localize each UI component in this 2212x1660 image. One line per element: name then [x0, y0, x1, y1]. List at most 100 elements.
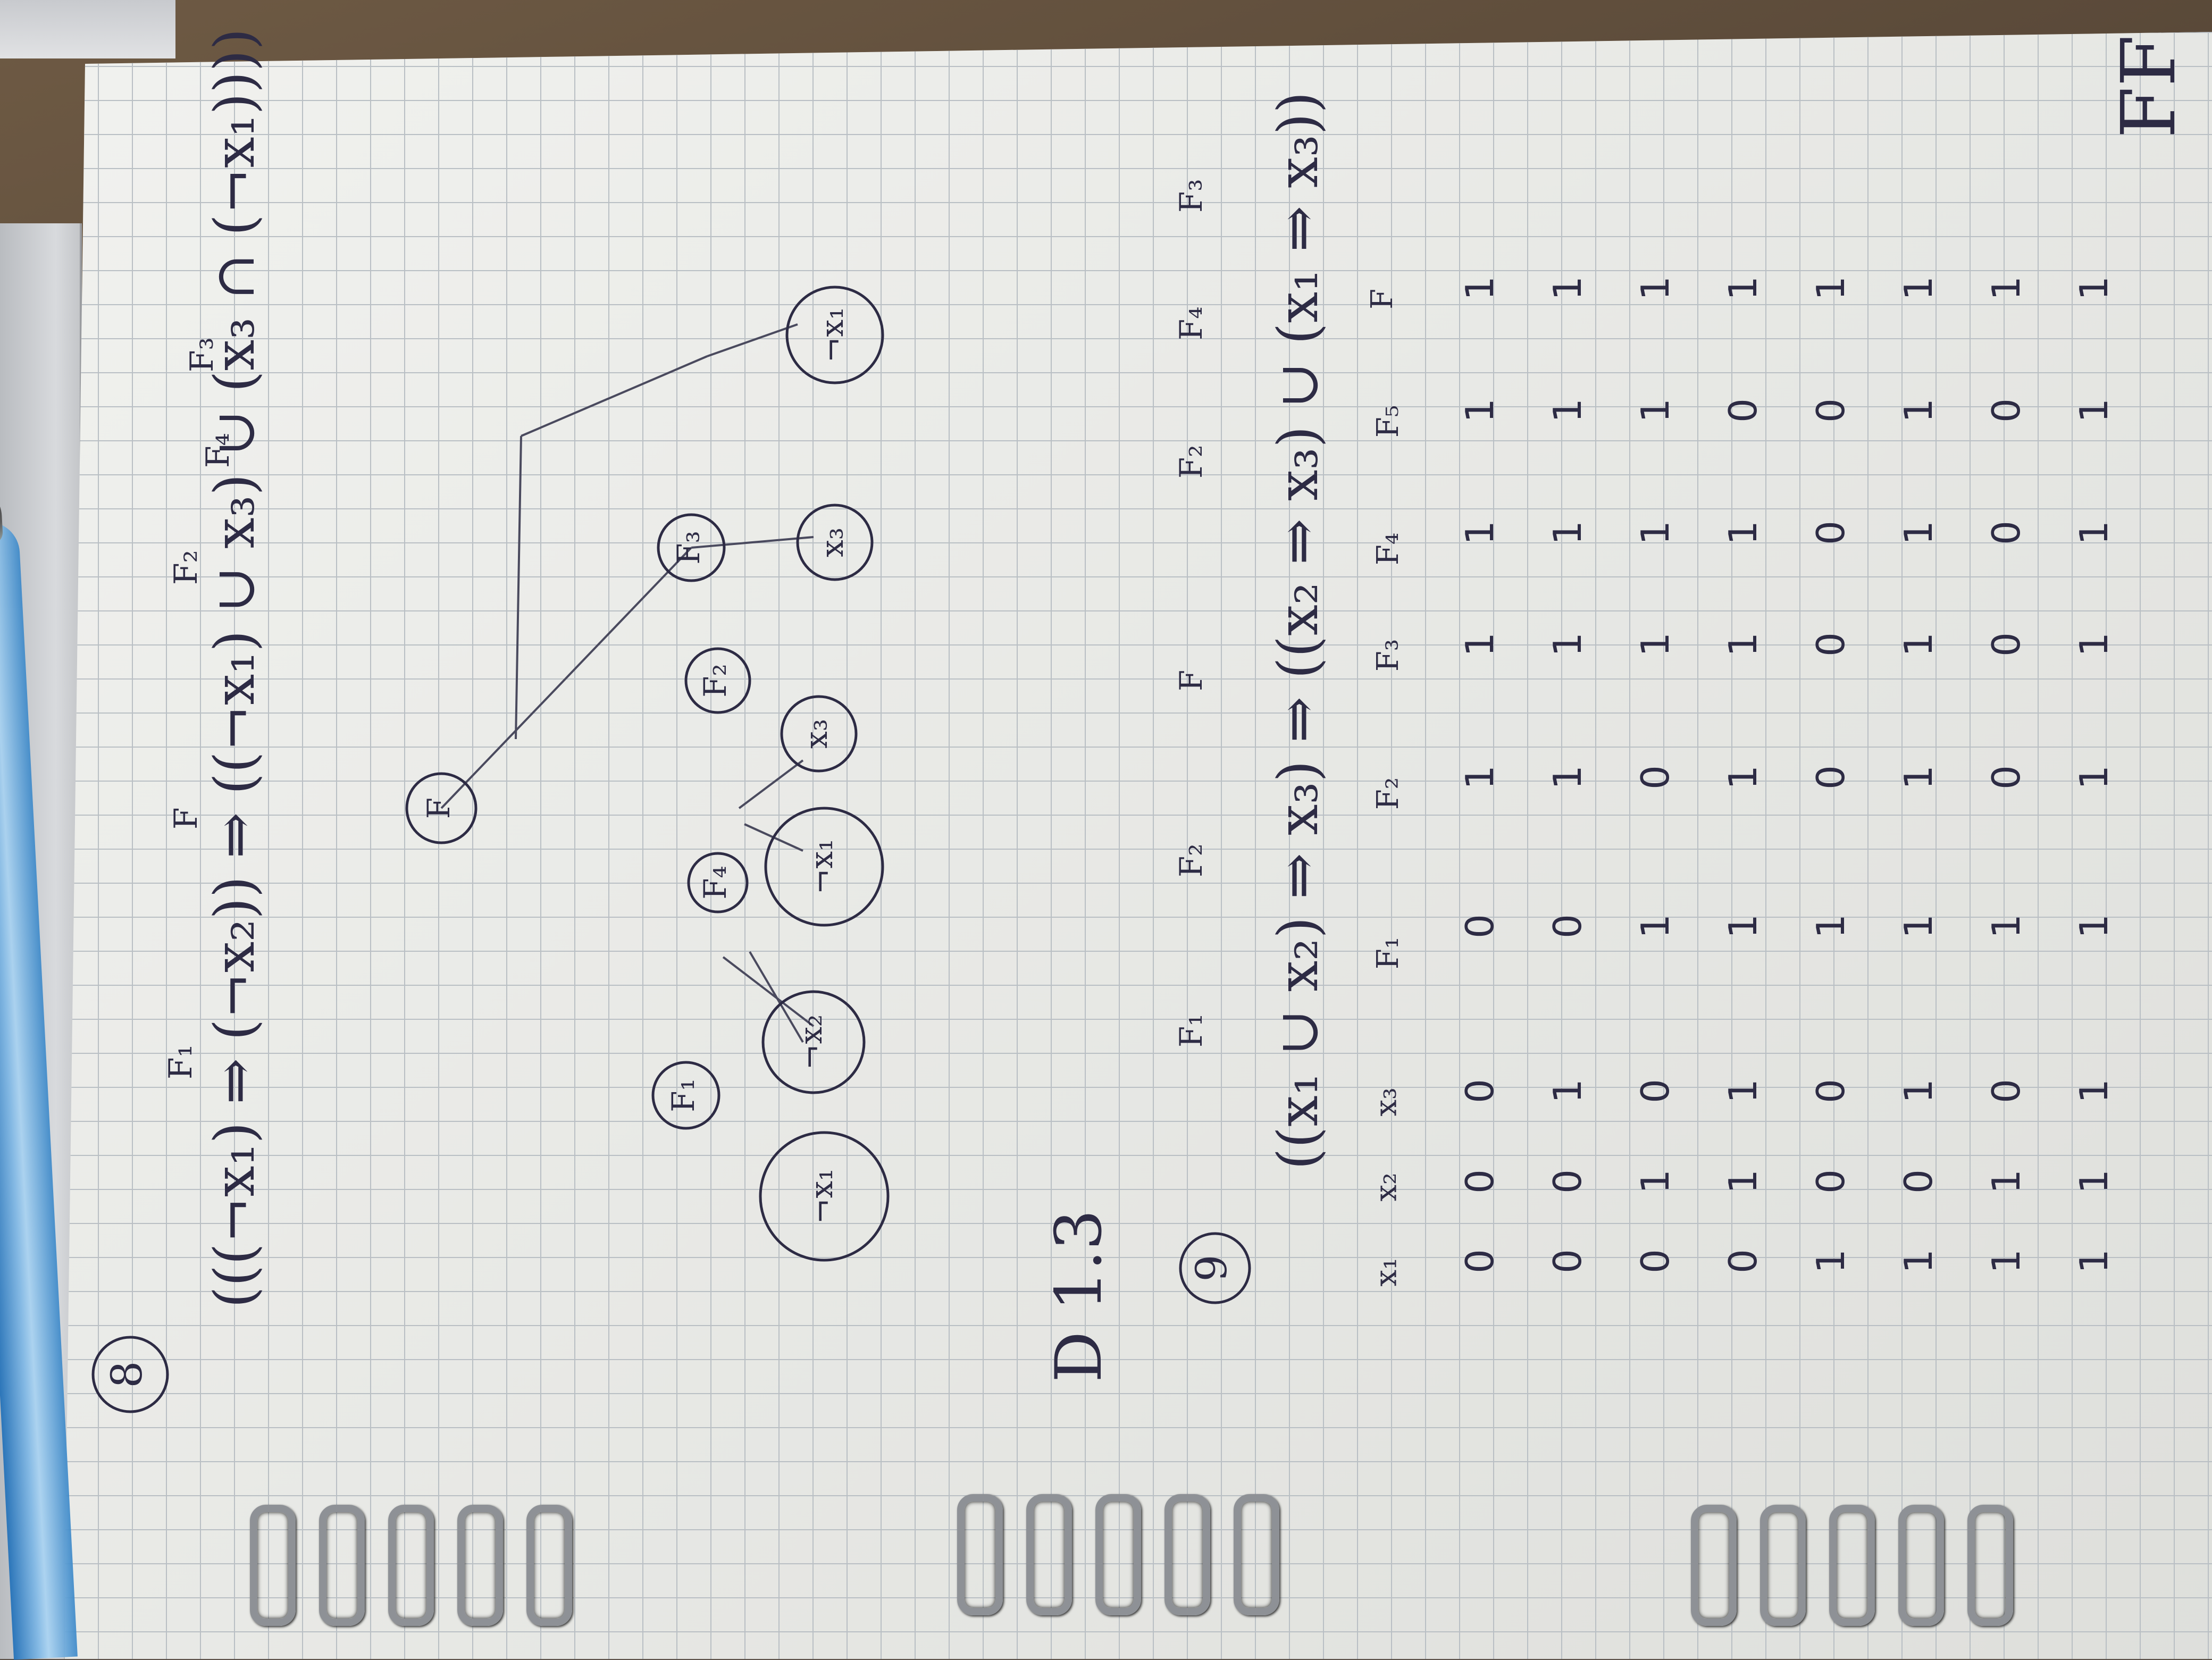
table-cell: 1: [1632, 1169, 1678, 1194]
problem-9-annotations: F₁ F₂ F F₂ F₄ F₃: [1173, 179, 1209, 1048]
table-cell: 0: [1983, 765, 2029, 790]
table-cell: 1: [1545, 632, 1590, 657]
spiral-ring: [1967, 1505, 2013, 1626]
tree-edge: [707, 323, 798, 357]
table-cell: 1: [1896, 765, 1941, 790]
table-cell: 1: [1896, 914, 1941, 938]
tree-node-label: x₃: [798, 719, 834, 749]
table-cell: 1: [1720, 1169, 1765, 1194]
problem-8-annotations: F₁ F F₂ F₄ F₃: [162, 337, 237, 1079]
table-cell: 1: [1720, 1079, 1765, 1103]
problem-9-circle: 9: [1179, 1232, 1251, 1304]
table-cell: 0: [1720, 398, 1765, 423]
table-header: x₁: [1369, 1257, 1404, 1287]
table-cell: 0: [1632, 1249, 1678, 1273]
notebook-page: [64, 32, 2212, 1659]
table-header: F₄: [1371, 532, 1406, 566]
tree-edge: [521, 355, 708, 437]
table-cell: 1: [2071, 276, 2116, 300]
table-cell: 1: [1632, 276, 1678, 300]
table-header: F₂: [1371, 777, 1406, 810]
table-cell: 1: [1632, 398, 1678, 423]
table-cell: 0: [1896, 1169, 1941, 1194]
table-cell: 1: [1808, 914, 1853, 938]
table-cell: 1: [1457, 765, 1502, 790]
table-cell: 1: [1896, 398, 1941, 423]
problem-9-number: 9: [1187, 1255, 1236, 1282]
table-cell: 1: [1457, 398, 1502, 423]
table-cell: 1: [2071, 632, 2116, 657]
tree-node-label: F₄: [697, 866, 733, 900]
tree-node: [651, 1061, 720, 1130]
annotation-label: F₃: [1173, 179, 1209, 213]
tree-node: [684, 647, 751, 714]
spiral-ring: [1691, 1505, 1737, 1626]
spiral-ring: [319, 1505, 365, 1626]
tree-node-label: ¬x₁: [814, 307, 850, 363]
table-header: F₁: [1371, 936, 1406, 970]
spiral-ring: [1026, 1494, 1072, 1615]
table-cell: 1: [2071, 765, 2116, 790]
problem-9-formula: ((x₁ ∪ x₂) ⇒ x₃) ⇒ ((x₂ ⇒ x₃) ∪ (x₁ ⇒ x₃…: [1266, 91, 1330, 1170]
table-cell: 1: [1983, 1169, 2029, 1194]
tree-node: [780, 695, 858, 773]
table-cell: 1: [1720, 276, 1765, 300]
spiral-ring: [457, 1505, 503, 1626]
annotation-label: F: [167, 807, 205, 829]
table-cell: 1: [1545, 1079, 1590, 1103]
spiral-ring: [526, 1505, 572, 1626]
spiral-ring: [1234, 1494, 1279, 1615]
table-cell: 1: [2071, 1249, 2116, 1273]
annotation-label: F₂: [1173, 445, 1209, 479]
tree-node: [657, 513, 726, 582]
tree-edge: [691, 536, 814, 549]
table-cell: 1: [1632, 632, 1678, 657]
table-cell: 1: [2071, 398, 2116, 423]
table-cell: 1: [1983, 914, 2029, 938]
problem-8-number: 8: [102, 1361, 152, 1388]
annotation-label: F₄: [199, 433, 237, 468]
tree-node: [687, 852, 749, 913]
table-cell: 1: [1808, 1249, 1853, 1273]
table-cell: 1: [1632, 914, 1678, 938]
spiral-ring: [250, 1505, 296, 1626]
table-cell: 0: [1545, 914, 1590, 938]
tree-node: [761, 990, 866, 1094]
table-cell: 0: [1545, 1169, 1590, 1194]
tree-edge: [440, 547, 692, 809]
table-cell: 1: [1808, 276, 1853, 300]
table-header: F: [1364, 289, 1400, 309]
annotation-label: F₄: [1173, 307, 1209, 341]
table-cell: 1: [1896, 632, 1941, 657]
table-cell: 0: [1983, 1079, 2029, 1103]
annotation-label: F₃: [183, 337, 221, 372]
spiral-ring: [957, 1494, 1003, 1615]
table-header: x₃: [1369, 1087, 1404, 1117]
table-cell: 1: [1720, 765, 1765, 790]
tree-node-label: F₁: [665, 1078, 701, 1112]
table-cell: 0: [1808, 398, 1853, 423]
annotation-label: F₂: [1173, 844, 1209, 878]
tree-node-label: F: [421, 798, 457, 819]
table-cell: 0: [1983, 632, 2029, 657]
table-cell: 1: [1896, 276, 1941, 300]
tree-node-label: ¬x₁: [803, 1169, 840, 1225]
tree-node: [405, 772, 477, 844]
table-cell: 1: [2071, 521, 2116, 545]
spiral-ring: [1829, 1505, 1875, 1626]
laptop-corner: [0, 0, 175, 58]
tree-node: [759, 1131, 890, 1262]
problem-8-syntax-tree: F F₁ F₂ F₃ F₄ ¬x₂ ¬x₁ ¬x₁ x₃ x₃ ¬x₁: [405, 286, 890, 1262]
table-cell: 1: [1457, 276, 1502, 300]
tree-node: [764, 807, 884, 927]
tree-node-label: F₃: [671, 531, 707, 565]
table-cell: 1: [1457, 632, 1502, 657]
annotation-label: F: [1173, 670, 1209, 691]
table-cell: 0: [1457, 1249, 1502, 1273]
annotation-label: F₂: [167, 550, 205, 585]
spiral-ring: [388, 1505, 434, 1626]
table-cell: 0: [1983, 398, 2029, 423]
table-cell: 1: [1983, 276, 2029, 300]
table-cell: 1: [1457, 521, 1502, 545]
